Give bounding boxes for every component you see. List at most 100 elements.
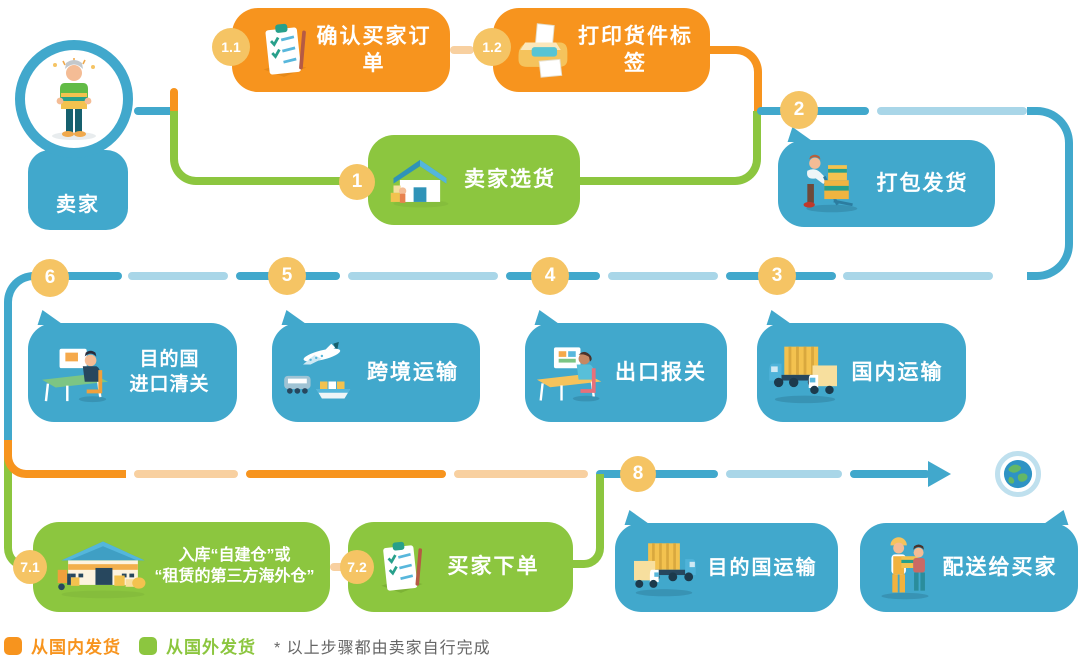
flow-segment	[454, 470, 588, 478]
step-badge-8: 8	[620, 456, 656, 492]
step-box-domestic-transport: 国内运输	[757, 310, 966, 422]
badge-text: 7.1	[20, 559, 40, 575]
flow-segment	[170, 88, 178, 114]
globe-icon	[995, 451, 1041, 497]
flow-segment	[246, 470, 446, 478]
flow-segment	[348, 272, 498, 280]
step-box-print-label: 打印货件标签	[493, 8, 710, 92]
step-box-deliver-buyer: 配送给买家	[860, 510, 1078, 612]
bubble-tail	[281, 310, 313, 325]
step-label: 目的国运输	[707, 556, 818, 579]
step-badge-7-1: 7.1	[13, 550, 47, 584]
legend: 从国内发货 从国外发货 * 以上步骤都由卖家自行完成	[4, 633, 491, 658]
step-label: 出口报关	[615, 360, 707, 384]
step-label: 目的国 进口清关	[114, 348, 237, 397]
step-box-pick-goods: 卖家选货	[368, 135, 580, 225]
delivery-icon	[876, 536, 934, 600]
step-label: 打印货件标签	[578, 24, 693, 75]
step-box-import-clearance: 目的国 进口清关	[28, 310, 237, 422]
legend-note: * 以上步骤都由卖家自行完成	[274, 639, 491, 657]
flow-segment	[596, 470, 718, 478]
printer-icon	[511, 21, 573, 79]
badge-text: 2	[793, 99, 805, 120]
flow-segment	[850, 470, 930, 478]
bubble-tail	[624, 510, 656, 525]
bubble-tail	[787, 127, 819, 142]
flow-elbow	[1027, 107, 1073, 280]
step-box-buyer-order: 买家下单	[348, 522, 573, 612]
badge-text: 1	[351, 171, 363, 192]
step-box-dest-transport: 目的国运输	[615, 510, 838, 612]
step-badge-3: 3	[758, 257, 796, 295]
legend-label-overseas: 从国外发货	[166, 638, 256, 657]
flow-segment	[134, 107, 178, 115]
flow-segment	[608, 272, 718, 280]
step-box-confirm-order: 确认买家订单	[232, 8, 450, 92]
handtruck-icon	[796, 153, 862, 215]
seller-label: 卖家	[56, 194, 100, 216]
step-label: 配送给买家	[942, 555, 1058, 579]
step-box-warehouse: 入库“自建仓”或 “租赁的第三方海外仓”	[33, 522, 330, 612]
badge-text: 4	[544, 265, 556, 286]
flow-segment	[877, 107, 1027, 115]
step-label-line1: 目的国	[139, 348, 200, 370]
step-badge-1: 1	[339, 164, 375, 200]
flow-elbow	[708, 46, 762, 113]
warehouse-icon	[55, 534, 151, 600]
flow-segment	[228, 177, 346, 185]
step-label-line1: 入库“自建仓”或	[178, 547, 291, 565]
flow-elbow	[4, 440, 126, 478]
flow-elbow	[566, 474, 604, 568]
flow-segment	[54, 272, 122, 280]
step-label: 打包发货	[876, 171, 969, 195]
arrow-right-icon	[928, 461, 951, 487]
flow-segment	[726, 470, 842, 478]
step-label: 确认买家订单	[316, 24, 432, 75]
step-badge-1-2: 1.2	[473, 28, 511, 66]
flow-segment	[450, 46, 474, 54]
flow-segment	[576, 177, 706, 185]
step-box-export-customs: 出口报关	[525, 310, 727, 422]
step-label: 跨境运输	[367, 360, 459, 384]
step-badge-4: 4	[531, 257, 569, 295]
badge-text: 7.2	[347, 559, 367, 575]
badge-text: 1.2	[482, 39, 502, 55]
step-badge-7-2: 7.2	[340, 550, 374, 584]
step-badge-2: 2	[780, 91, 818, 129]
plane-ship-train-icon	[282, 340, 358, 406]
legend-swatch-domestic	[4, 636, 22, 655]
badge-text: 5	[281, 265, 293, 286]
badge-text: 8	[632, 463, 644, 484]
step-label: 买家下单	[447, 555, 540, 579]
flow-segment	[4, 346, 12, 448]
seller-avatar	[15, 40, 133, 158]
customs-desk-icon	[40, 341, 114, 405]
flow-elbow	[170, 111, 232, 185]
house-icon	[388, 151, 452, 209]
step-box-pack-ship: 打包发货	[778, 127, 995, 227]
step-badge-6: 6	[31, 259, 69, 297]
legend-swatch-overseas	[139, 636, 157, 655]
step-label-line2: 进口清关	[129, 373, 210, 395]
flow-segment	[134, 470, 238, 478]
badge-text: 6	[44, 267, 56, 288]
step-label: 卖家选货	[464, 168, 556, 192]
seller-person-icon	[52, 58, 96, 140]
bubble-tail	[1037, 510, 1069, 525]
flow-segment	[843, 272, 993, 280]
trucks-icon	[629, 538, 699, 598]
badge-text: 1.1	[221, 39, 241, 55]
step-label: 国内运输	[851, 360, 944, 384]
badge-text: 3	[771, 265, 783, 286]
clipboard-icon	[376, 537, 426, 597]
step-label: 入库“自建仓”或 “租赁的第三方海外仓”	[151, 546, 330, 588]
bubble-tail	[766, 310, 798, 325]
step-label-line2: “租赁的第三方海外仓”	[154, 568, 315, 585]
flow-segment	[330, 563, 346, 571]
clipboard-icon	[258, 20, 310, 80]
bubble-tail	[534, 310, 566, 325]
step-badge-5: 5	[268, 257, 306, 295]
legend-label-domestic: 从国内发货	[31, 638, 121, 657]
declaration-desk-icon	[535, 341, 607, 405]
